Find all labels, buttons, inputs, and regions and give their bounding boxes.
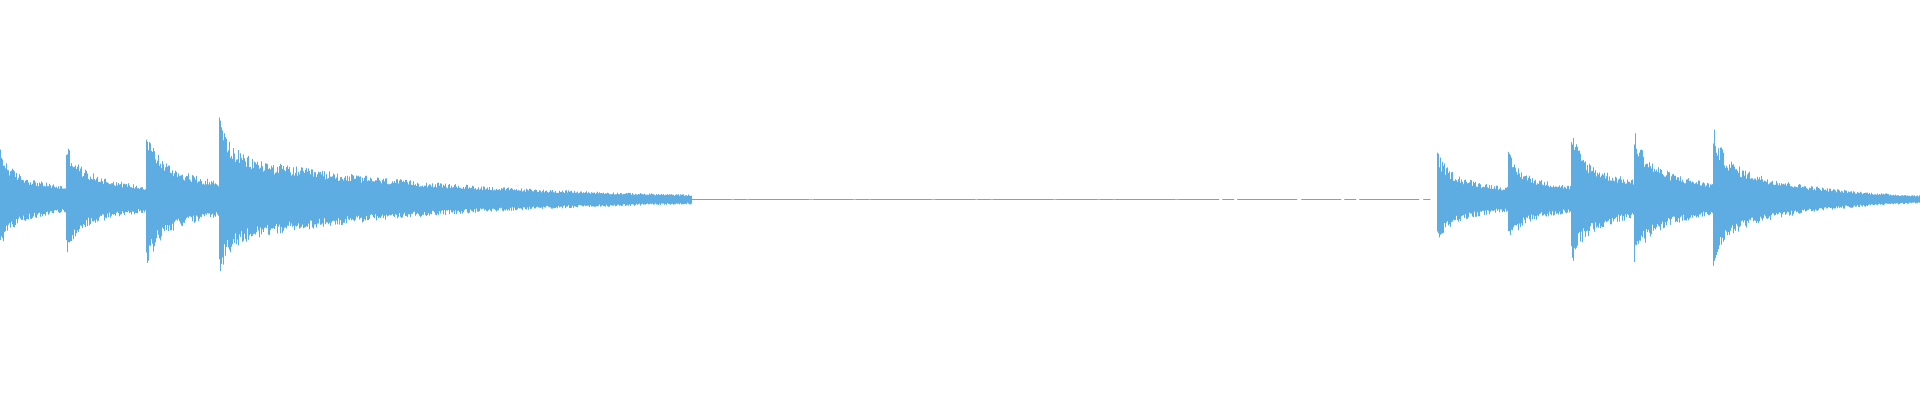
waveform-bars bbox=[0, 117, 1920, 272]
waveform-signal bbox=[0, 117, 1920, 272]
